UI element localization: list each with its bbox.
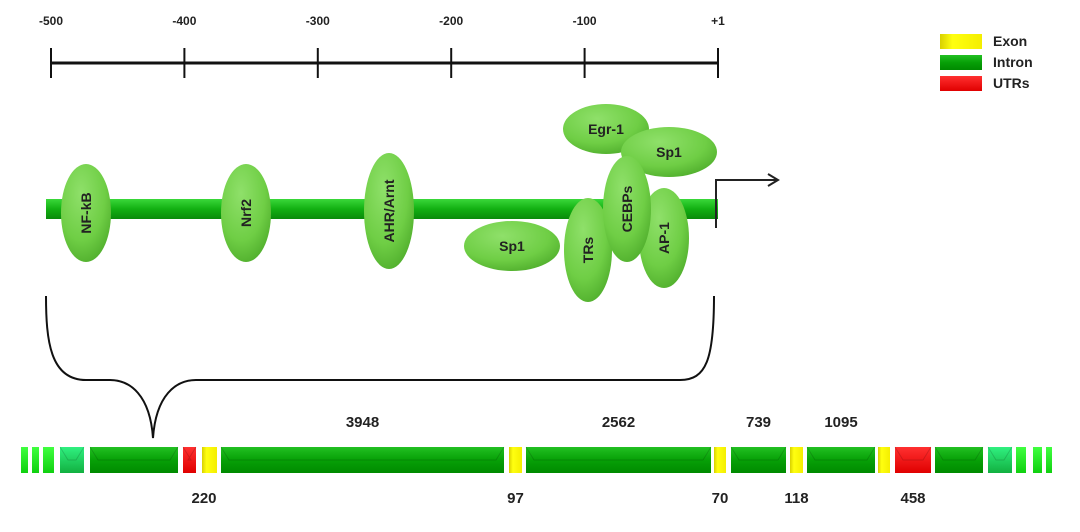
gene-segment-utr bbox=[895, 447, 931, 473]
exon-length-label: 97 bbox=[507, 490, 524, 507]
legend-label-exon: Exon bbox=[993, 33, 1027, 49]
factor-oval bbox=[639, 188, 689, 288]
gene-segment-intron bbox=[221, 447, 504, 473]
scale-tick-label: -500 bbox=[39, 14, 63, 28]
transcription-factor: Sp1 bbox=[621, 127, 717, 177]
gene-segment-exon-small bbox=[1033, 447, 1042, 473]
gene-segment-intron bbox=[731, 447, 786, 473]
gene-segment-exon-small bbox=[1046, 447, 1052, 473]
gene-segment-exon bbox=[202, 447, 217, 473]
factor-oval bbox=[364, 153, 414, 269]
gene-segment-intron bbox=[90, 447, 178, 473]
zoom-brace bbox=[45, 295, 715, 439]
segment-bevel bbox=[89, 446, 179, 461]
factor-label: AHR/Arnt bbox=[381, 179, 397, 242]
transcription-factor: Nrf2 bbox=[221, 164, 271, 262]
scale-tick-label: -200 bbox=[439, 14, 463, 28]
gene-segment-intron bbox=[807, 447, 875, 473]
factor-oval bbox=[564, 198, 612, 302]
factor-oval bbox=[61, 164, 111, 262]
segment-bevel bbox=[987, 446, 1013, 461]
scale-tick-label: -100 bbox=[573, 14, 597, 28]
factor-label: Nrf2 bbox=[238, 199, 254, 227]
factor-label: TRs bbox=[580, 237, 596, 264]
gene-segment-intron-light bbox=[988, 447, 1012, 473]
exon-length-label: 458 bbox=[900, 490, 925, 507]
gene-structure: 3948 97 2562 70 739 118 1095 458 220 bbox=[21, 414, 1052, 507]
factor-label: Egr-1 bbox=[588, 121, 624, 137]
factor-oval bbox=[464, 221, 560, 271]
factor-oval bbox=[221, 164, 271, 262]
transcription-factor: NF-kB bbox=[61, 164, 111, 262]
factor-oval bbox=[603, 156, 651, 262]
scale-tick-label: -300 bbox=[306, 14, 330, 28]
factor-label: NF-kB bbox=[78, 192, 94, 233]
intron-length-label: 1095 bbox=[824, 414, 857, 431]
gene-segment-intron-light bbox=[60, 447, 84, 473]
legend-label-utr: UTRs bbox=[993, 75, 1030, 91]
transcription-factor: CEBPs bbox=[603, 156, 651, 262]
gene-segment-exon-small bbox=[1016, 447, 1026, 473]
factor-label: AP-1 bbox=[656, 222, 672, 254]
gene-segment-exon-small bbox=[21, 447, 28, 473]
gene-segment-intron bbox=[526, 447, 711, 473]
factor-label: Sp1 bbox=[656, 144, 682, 160]
gene-segment-exon bbox=[790, 447, 803, 473]
position-scale: -500 -400 -300 -200 -100 +1 bbox=[39, 14, 725, 78]
factor-label: CEBPs bbox=[619, 185, 635, 232]
segment-bevel bbox=[934, 446, 984, 461]
gene-segment-exon bbox=[714, 447, 726, 473]
gene-segment-intron bbox=[935, 447, 983, 473]
legend-swatch-utr bbox=[940, 76, 982, 91]
segment-bevel bbox=[806, 446, 876, 461]
exon-length-label: 70 bbox=[712, 490, 729, 507]
gene-segment-exon bbox=[509, 447, 522, 473]
legend-label-intron: Intron bbox=[993, 54, 1033, 70]
segment-bevel bbox=[525, 446, 712, 461]
segment-bevel bbox=[730, 446, 787, 461]
exon-length-label: 220 bbox=[191, 490, 216, 507]
intron-length-label: 739 bbox=[746, 414, 771, 431]
gene-segment-exon-small bbox=[43, 447, 54, 473]
factor-oval bbox=[621, 127, 717, 177]
transcription-factor: AHR/Arnt bbox=[364, 153, 414, 269]
scale-tick-label: -400 bbox=[172, 14, 196, 28]
segment-bevel bbox=[220, 446, 505, 461]
segment-bevel bbox=[182, 446, 197, 461]
transcription-factor: AP-1 bbox=[639, 188, 689, 288]
intron-length-label: 3948 bbox=[346, 414, 379, 431]
legend-swatch-exon bbox=[940, 34, 982, 49]
transcription-factor: TRs bbox=[564, 198, 612, 302]
gene-segment-exon-small bbox=[32, 447, 39, 473]
scale-tick-label: +1 bbox=[711, 14, 725, 28]
segment-bevel bbox=[894, 446, 932, 461]
intron-length-label: 2562 bbox=[602, 414, 635, 431]
exon-length-label: 118 bbox=[784, 490, 808, 507]
legend-swatch-intron bbox=[940, 55, 982, 70]
factor-label: Sp1 bbox=[499, 238, 525, 254]
transcription-factor: Sp1 bbox=[464, 221, 560, 271]
gene-segment-exon bbox=[878, 447, 890, 473]
transcription-start-arrow-icon bbox=[715, 179, 776, 228]
segment-bevel bbox=[59, 446, 85, 461]
arrow-head-icon bbox=[767, 173, 780, 187]
gene-segment-utr bbox=[183, 447, 196, 473]
